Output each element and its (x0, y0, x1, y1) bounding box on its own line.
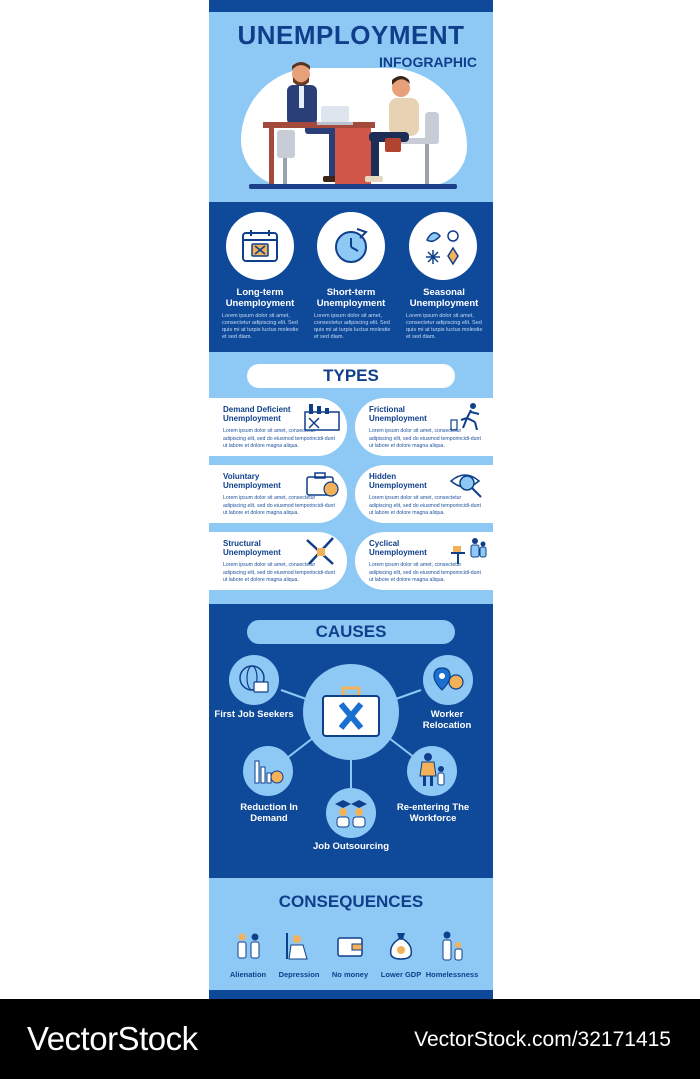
cause-label-re-entering-workforce: Re-entering The Workforce (396, 802, 470, 824)
alienation-icon (227, 925, 269, 967)
kind-title-long-term: Long-term Unemployment (225, 287, 295, 309)
watermark-brand: VectorStock (27, 1020, 198, 1057)
location-globe-icon (423, 655, 473, 705)
types-heading: TYPES (247, 364, 455, 388)
interview-illustration (249, 62, 457, 189)
cause-label-first-job-seekers: First Job Seekers (214, 709, 294, 720)
type-title: Hidden Unemployment (369, 472, 427, 490)
globe-briefcase-icon (229, 655, 279, 705)
consequence-label-lower-gdp: Lower GDP (380, 970, 422, 979)
poster-title: UNEMPLOYMENT (237, 20, 465, 50)
kind-text-seasonal: Lorem ipsum dolor sit amet, consectetur … (406, 313, 483, 340)
consequence-label-alienation: Alienation (229, 970, 267, 979)
type-card-structural: Structural Unemployment Lorem ipsum dolo… (209, 532, 347, 590)
infographic-poster: UNEMPLOYMENT INFOGRAPHIC Long-term (209, 0, 493, 999)
graduates-icon (326, 788, 376, 838)
type-title: Cyclical Unemployment (369, 539, 427, 557)
watermark-url: VectorStock.com/32171415 (414, 1028, 671, 1051)
type-title: Demand Deficient Unemployment (223, 405, 291, 423)
consequence-label-depression: Depression (278, 970, 320, 979)
type-title: Frictional Unemployment (369, 405, 427, 423)
kind-text-short-term: Lorem ipsum dolor sit amet, consectetur … (314, 313, 391, 340)
money-bag-icon (380, 925, 422, 967)
cause-label-reduction-in-demand: Reduction In Demand (240, 802, 298, 824)
bottom-bar (209, 990, 493, 999)
briefcase-thumbs-down-icon (306, 472, 339, 497)
briefcase-x-icon (303, 664, 399, 760)
type-card-voluntary: Voluntary Unemployment Lorem ipsum dolor… (209, 465, 347, 523)
consequence-label-homelessness: Homelessness (425, 970, 479, 979)
people-scale-icon (451, 538, 487, 564)
eye-magnifier-icon (449, 474, 482, 498)
factory-icon (304, 404, 340, 431)
clock-arrow-icon (317, 212, 385, 280)
poster-subtitle: INFOGRAPHIC (379, 54, 477, 70)
calendar-briefcase-icon (226, 212, 294, 280)
seasons-icon (409, 212, 477, 280)
type-text: Lorem ipsum dolor sit amet, consectetur … (223, 562, 335, 583)
type-card-hidden: Hidden Unemployment Lorem ipsum dolor si… (355, 465, 493, 523)
type-title: Voluntary Unemployment (223, 472, 281, 490)
type-text: Lorem ipsum dolor sit amet, consectetur … (369, 562, 481, 583)
type-card-demand-deficient: Demand Deficient Unemployment Lorem ipsu… (209, 398, 347, 456)
watermark-footer (0, 999, 700, 1079)
homeless-family-icon (431, 925, 473, 967)
type-title: Structural Unemployment (223, 539, 281, 557)
falling-chart-icon (243, 746, 293, 796)
parent-child-icon (407, 746, 457, 796)
running-person-icon (450, 403, 480, 431)
type-text: Lorem ipsum dolor sit amet, consectetur … (369, 495, 481, 516)
top-bar (209, 0, 493, 12)
cause-label-job-outsourcing: Job Outsourcing (313, 841, 389, 852)
consequences-heading: CONSEQUENCES (247, 890, 455, 914)
crossed-tools-icon (306, 537, 334, 565)
type-text: Lorem ipsum dolor sit amet, consectetur … (223, 428, 335, 449)
kind-title-short-term: Short-term Unemployment (316, 287, 386, 309)
type-card-frictional: Frictional Unemployment Lorem ipsum dolo… (355, 398, 493, 456)
wallet-icon (329, 925, 371, 967)
type-text: Lorem ipsum dolor sit amet, consectetur … (369, 428, 481, 449)
causes-heading: CAUSES (247, 620, 455, 644)
depression-icon (278, 925, 320, 967)
kind-text-long-term: Lorem ipsum dolor sit amet, consectetur … (222, 313, 299, 340)
cause-label-worker-relocation: Worker Relocation (422, 709, 472, 731)
kind-title-seasonal: Seasonal Unemployment (409, 287, 479, 309)
type-card-cyclical: Cyclical Unemployment Lorem ipsum dolor … (355, 532, 493, 590)
type-text: Lorem ipsum dolor sit amet, consectetur … (223, 495, 335, 516)
consequence-label-no-money: No money (331, 970, 369, 979)
